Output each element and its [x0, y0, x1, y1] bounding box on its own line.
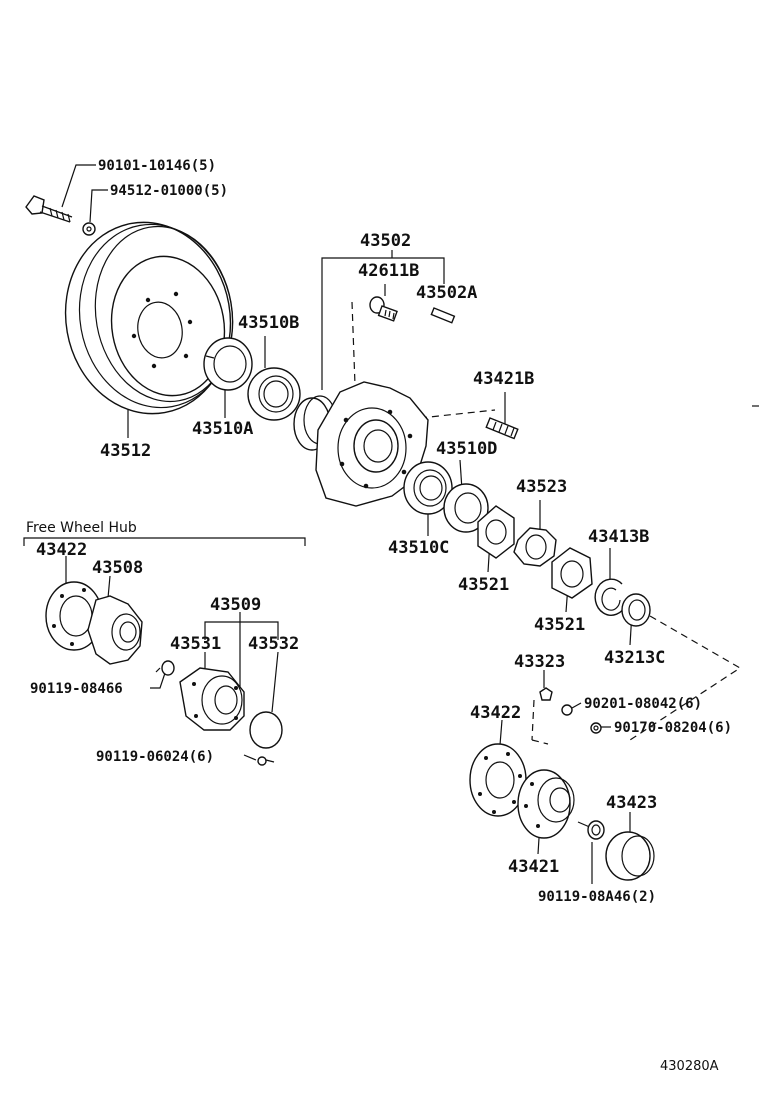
lock-washer-shape — [513, 527, 557, 567]
knob-bolt-shape — [155, 660, 175, 676]
label-nut-90170: 90170-08204(6) — [614, 720, 732, 736]
label-ring-43413B: 43413B — [588, 527, 649, 547]
label-stud-43421B: 43421B — [473, 369, 534, 389]
part-labels: 90101-10146(5) 94512-01000(5) 43502 4261… — [26, 158, 732, 1074]
diagram-reference-code: 430280A — [660, 1059, 719, 1074]
label-washer-43523: 43523 — [516, 477, 567, 497]
cone-washer-shape — [561, 704, 573, 716]
label-bolt-90119-06024: 90119-06024(6) — [96, 749, 214, 765]
snap-ring-shape — [594, 578, 627, 616]
small-bolt-shape — [257, 756, 275, 766]
hub-cover-shape — [179, 667, 245, 731]
knock-pin-shape — [539, 687, 553, 701]
axle-hub-shape — [293, 381, 429, 507]
cap-bolt-shape — [577, 820, 605, 840]
label-flange-43422: 43422 — [470, 703, 521, 723]
label-flange-43421: 43421 — [508, 857, 559, 877]
label-pin-43323: 43323 — [514, 652, 565, 672]
brake-disc-shape — [64, 221, 234, 415]
label-cover-43531: 43531 — [170, 634, 221, 654]
o-ring-shape — [249, 711, 283, 749]
oil-seal-shape — [621, 593, 651, 627]
free-wheel-flange-shape — [45, 581, 103, 651]
hub-bolt-shape — [369, 296, 398, 322]
label-nut-43521-b: 43521 — [534, 615, 585, 635]
label-bearing-43510A: 43510A — [192, 419, 253, 439]
bearing-shape — [403, 461, 453, 515]
label-ring-43532: 43532 — [248, 634, 299, 654]
bearing-shape — [247, 367, 301, 421]
label-bolt-90119-08A46: 90119-08A46(2) — [538, 889, 656, 905]
drive-flange-shape — [517, 769, 575, 839]
flange-bolt-shape — [25, 195, 73, 223]
label-bolt-90101: 90101-10146(5) — [98, 158, 216, 174]
bearing-shape — [203, 337, 253, 391]
label-disc-43512: 43512 — [100, 441, 151, 461]
free-wheel-hub-title: Free Wheel Hub — [26, 520, 137, 536]
label-bearing-43510C: 43510C — [388, 538, 449, 558]
label-bearing-43510B: 43510B — [238, 313, 299, 333]
label-pin-43502A: 43502A — [416, 283, 477, 303]
label-cap-43423: 43423 — [606, 793, 657, 813]
washer-shape — [82, 222, 96, 236]
hub-body-shape — [87, 595, 143, 665]
label-assy-43509: 43509 — [210, 595, 261, 615]
hex-nut-shape — [590, 722, 602, 734]
hub-stud-shape — [485, 417, 519, 440]
lock-nut-shape — [551, 547, 593, 599]
label-washer-90201: 90201-08042(6) — [584, 696, 702, 712]
label-washer-94512: 94512-01000(5) — [110, 183, 228, 199]
label-bolt-90119-08466: 90119-08466 — [30, 681, 123, 697]
seal-shape — [443, 483, 489, 533]
alignment-lines — [351, 301, 760, 745]
flange-shape — [469, 743, 527, 817]
label-nut-43521-a: 43521 — [458, 575, 509, 595]
hub-cap-shape — [605, 831, 655, 881]
pin-shape — [430, 307, 456, 324]
label-bearing-43510D: 43510D — [436, 439, 497, 459]
label-flange-43422-fw: 43422 — [36, 540, 87, 560]
label-hub-43502: 43502 — [360, 231, 411, 251]
label-bolt-42611B: 42611B — [358, 261, 419, 281]
label-seal-43213C: 43213C — [604, 648, 665, 668]
label-body-43508: 43508 — [92, 558, 143, 578]
lock-nut-shape — [477, 505, 515, 559]
